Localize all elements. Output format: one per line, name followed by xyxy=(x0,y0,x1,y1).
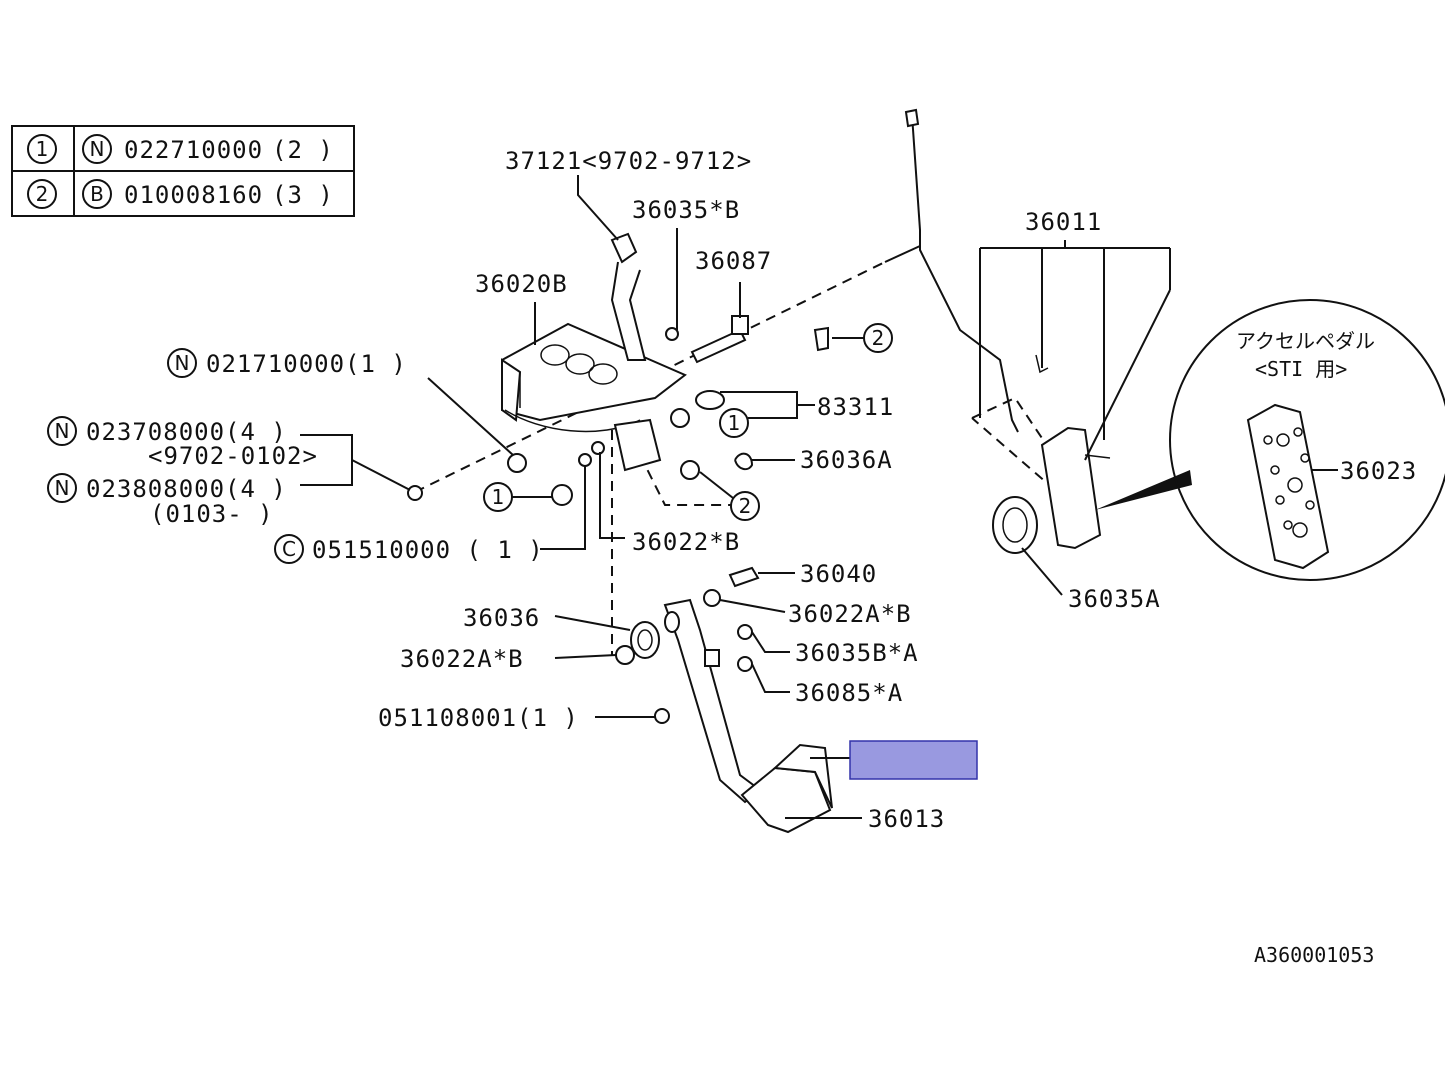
label-36020B[interactable]: 36020B xyxy=(475,270,568,298)
part-labels: 37121<9702-9712> 36035*B 36087 36020B 36… xyxy=(86,147,1417,967)
sti-pedal-detail xyxy=(1169,299,1445,581)
marker-2-upper: 2 xyxy=(872,326,885,350)
legend-index-1: 1 xyxy=(36,137,49,161)
legend-part-2: 010008160 xyxy=(124,181,263,209)
marker-circle-N-3 xyxy=(47,473,77,503)
label-023708000[interactable]: 023708000(4 ) xyxy=(86,418,287,446)
marker-C: C xyxy=(282,537,296,561)
legend-part-1: 022710000 xyxy=(124,136,263,164)
legend-table: 1 N 022710000 (2 ) 2 B 010008160 (3 ) xyxy=(11,125,355,217)
marker-N-2: N xyxy=(55,419,70,443)
marker-2-lower: 2 xyxy=(739,494,752,518)
label-36036[interactable]: 36036 xyxy=(463,604,540,632)
drawing-id: A360001053 xyxy=(1254,943,1374,967)
marker-N-1: N xyxy=(175,351,190,375)
fastener-drawings xyxy=(407,315,829,506)
brake-pedal-drawing xyxy=(615,566,833,834)
label-83311[interactable]: 83311 xyxy=(817,393,894,421)
label-023808000-range: (0103- ) xyxy=(150,500,274,528)
legend-qty-2: (3 ) xyxy=(272,181,334,209)
legend-qty-1: (2 ) xyxy=(272,136,334,164)
label-023708000-range: <9702-0102> xyxy=(148,442,318,470)
label-36011[interactable]: 36011 xyxy=(1025,208,1102,236)
legend-kind-1: N xyxy=(90,137,105,161)
legend-kind-circle-2 xyxy=(82,179,112,209)
marker-circle-1-right xyxy=(719,408,749,438)
marker-1-left: 1 xyxy=(492,485,505,509)
legend-circle-1 xyxy=(27,134,57,164)
label-36035A[interactable]: 36035A xyxy=(1068,585,1161,613)
label-36013[interactable]: 36013 xyxy=(868,805,945,833)
label-36036A[interactable]: 36036A xyxy=(800,446,893,474)
label-36023[interactable]: 36023 xyxy=(1340,457,1417,485)
label-36087[interactable]: 36087 xyxy=(695,247,772,275)
label-36022AB-right[interactable]: 36022A*B xyxy=(788,600,912,628)
marker-1-right: 1 xyxy=(728,411,741,435)
marker-circle-2-lower xyxy=(730,491,760,521)
label-051108001[interactable]: 051108001(1 ) xyxy=(378,704,579,732)
label-36022B[interactable]: 36022*B xyxy=(632,528,740,556)
accelerator-assembly-drawing xyxy=(884,108,1192,554)
label-36040[interactable]: 36040 xyxy=(800,560,877,588)
leader-lines xyxy=(300,175,1338,819)
label-051510000[interactable]: 051510000 ( 1 ) xyxy=(312,536,544,564)
label-36035B[interactable]: 36035*B xyxy=(632,196,740,224)
label-37121[interactable]: 37121<9702-9712> xyxy=(505,147,752,175)
label-accel-title: アクセルペダル xyxy=(1236,329,1375,353)
legend-kind-2: B xyxy=(90,182,104,206)
reference-markers: 2 1 2 1 N N N C xyxy=(47,323,893,564)
marker-circle-N-1 xyxy=(167,348,197,378)
label-36085A[interactable]: 36085*A xyxy=(795,679,903,707)
marker-circle-1-left xyxy=(483,482,513,512)
highlight-box[interactable] xyxy=(849,740,978,780)
marker-N-3: N xyxy=(55,476,70,500)
label-36035BA[interactable]: 36035B*A xyxy=(795,639,919,667)
label-023808000[interactable]: 023808000(4 ) xyxy=(86,475,287,503)
legend-index-2: 2 xyxy=(36,182,49,206)
pedal-bracket-drawing xyxy=(501,232,687,472)
label-021710000[interactable]: 021710000(1 ) xyxy=(206,350,407,378)
marker-circle-N-2 xyxy=(47,416,77,446)
marker-circle-2-upper xyxy=(863,323,893,353)
label-36022AB-left[interactable]: 36022A*B xyxy=(400,645,524,673)
marker-circle-C xyxy=(274,534,304,564)
label-accel-sub: <STI 用> xyxy=(1255,357,1347,381)
legend-kind-circle-1 xyxy=(82,134,112,164)
legend-circle-2 xyxy=(27,179,57,209)
